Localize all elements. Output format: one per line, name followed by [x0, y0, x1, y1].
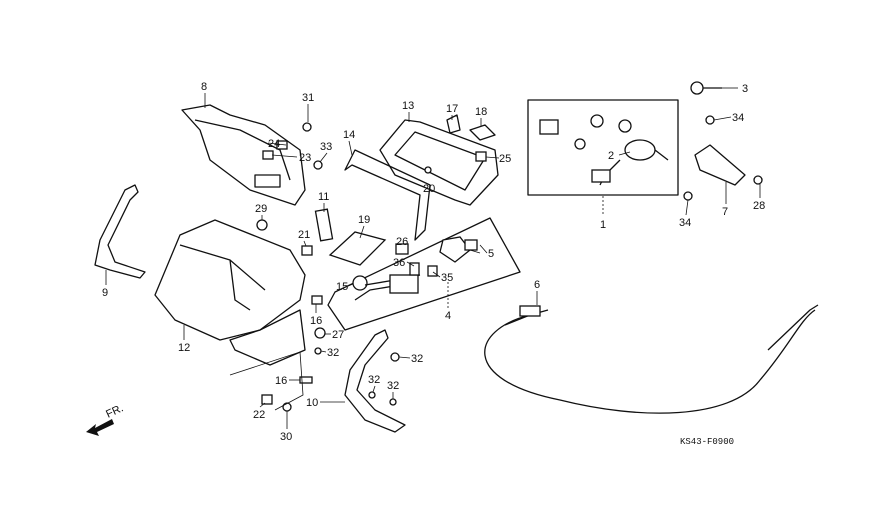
part-1-key-set-box — [527, 99, 679, 196]
callout-33: 33 — [320, 141, 332, 153]
part-6-cable — [484, 304, 819, 414]
part-2-lock-cylinder — [539, 114, 669, 186]
latch-body — [389, 274, 419, 294]
callout-12: 12 — [178, 342, 190, 354]
callout-9: 9 — [102, 287, 108, 299]
part-9-trim — [94, 184, 146, 279]
part-11-clip — [314, 208, 334, 242]
part-14-seal — [344, 149, 431, 241]
part-13-lid — [379, 119, 499, 206]
callout-23: 23 — [299, 152, 311, 164]
front-arrow-label: FR. — [104, 402, 125, 420]
callout-36: 36 — [393, 257, 405, 269]
callout-5: 5 — [488, 248, 494, 260]
small-fasteners — [256, 114, 763, 412]
callout-17: 17 — [446, 103, 458, 115]
part-15-grommet — [352, 275, 368, 291]
callout-16-upper: 16 — [310, 315, 322, 327]
callout-32-b: 32 — [411, 353, 423, 365]
part-7-bracket — [694, 144, 746, 186]
callouts: 8 31 24 23 33 13 17 18 14 25 20 3 34 2 1… — [102, 81, 765, 443]
callout-13: 13 — [402, 100, 414, 112]
callout-4: 4 — [445, 310, 451, 322]
callout-21: 21 — [298, 229, 310, 241]
callout-31: 31 — [302, 92, 314, 104]
part-5-latch — [439, 236, 478, 263]
diagram-code: KS43-F0900 — [680, 437, 734, 447]
callout-29: 29 — [255, 203, 267, 215]
callout-15: 15 — [336, 281, 348, 293]
front-direction-arrow: FR. — [86, 402, 125, 436]
part-12-inner-box — [154, 219, 306, 366]
callout-14: 14 — [343, 129, 355, 141]
callout-18: 18 — [475, 106, 487, 118]
callout-34-top: 34 — [732, 112, 744, 124]
callout-11: 11 — [318, 191, 329, 203]
callout-35: 35 — [441, 272, 453, 284]
callout-32-d: 32 — [387, 380, 399, 392]
callout-8: 8 — [201, 81, 207, 93]
callout-19: 19 — [358, 214, 370, 226]
callout-30: 30 — [280, 431, 292, 443]
callout-27: 27 — [332, 329, 344, 341]
callout-20: 20 — [423, 183, 435, 195]
callout-28: 28 — [753, 200, 765, 212]
callout-32-a: 32 — [327, 347, 339, 359]
callout-22: 22 — [253, 409, 265, 421]
part-8-inner-cover-upper — [181, 104, 306, 206]
callout-32-c: 32 — [368, 374, 380, 386]
callout-2: 2 — [608, 150, 614, 162]
callout-16-lower: 16 — [275, 375, 287, 387]
part-19-mat — [328, 231, 387, 266]
part-3-bolt — [690, 81, 722, 95]
callout-10: 10 — [306, 397, 318, 409]
callout-6: 6 — [534, 279, 540, 291]
callout-26: 26 — [396, 236, 408, 248]
part-10-trim — [344, 329, 406, 433]
callout-7: 7 — [722, 206, 728, 218]
leader-lines — [105, 87, 761, 429]
callout-1: 1 — [600, 219, 606, 231]
part-4-latch-box — [327, 217, 521, 331]
callout-3: 3 — [742, 83, 748, 95]
callout-24: 24 — [268, 138, 280, 150]
callout-25: 25 — [499, 153, 511, 165]
callout-34-bottom: 34 — [679, 217, 691, 229]
